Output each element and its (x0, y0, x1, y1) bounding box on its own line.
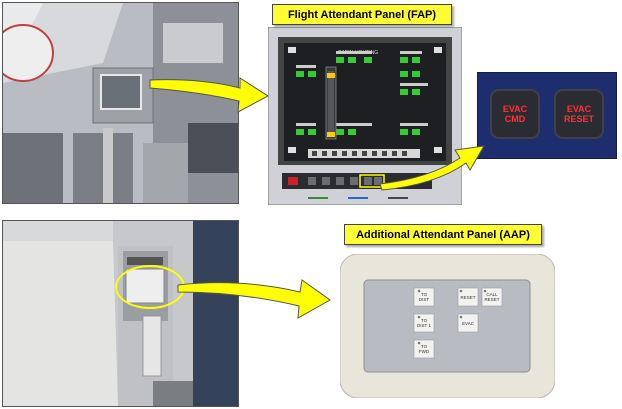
evac-cmd-line-2: CMD (505, 114, 526, 124)
evac-cmd-line-1: EVAC (503, 104, 528, 114)
aap-btn-evac: EVAC (462, 321, 475, 326)
aap-highlight-ellipse (115, 265, 185, 309)
cabin-photo-bottom-illustration (3, 221, 238, 406)
fap-title-text: Flight Attendant Panel (FAP) (287, 8, 437, 21)
evac-reset-line-1: EVAC (567, 104, 592, 114)
fap-device-illustration: CABIN LIGHTING (267, 26, 463, 206)
fap-title-label: Flight Attendant Panel (FAP) (272, 4, 452, 25)
fap-device: CABIN LIGHTING (267, 26, 463, 206)
aap-title-label: Additional Attendant Panel (AAP) (344, 224, 542, 245)
aap-btn-reset: RESET (460, 295, 475, 300)
cabin-photo-bottom (2, 220, 239, 407)
cabin-photo-top (2, 2, 239, 204)
evac-reset-line-2: RESET (564, 114, 595, 124)
cabin-photo-top-illustration (3, 3, 238, 203)
aap-title-text: Additional Attendant Panel (AAP) (356, 228, 530, 241)
